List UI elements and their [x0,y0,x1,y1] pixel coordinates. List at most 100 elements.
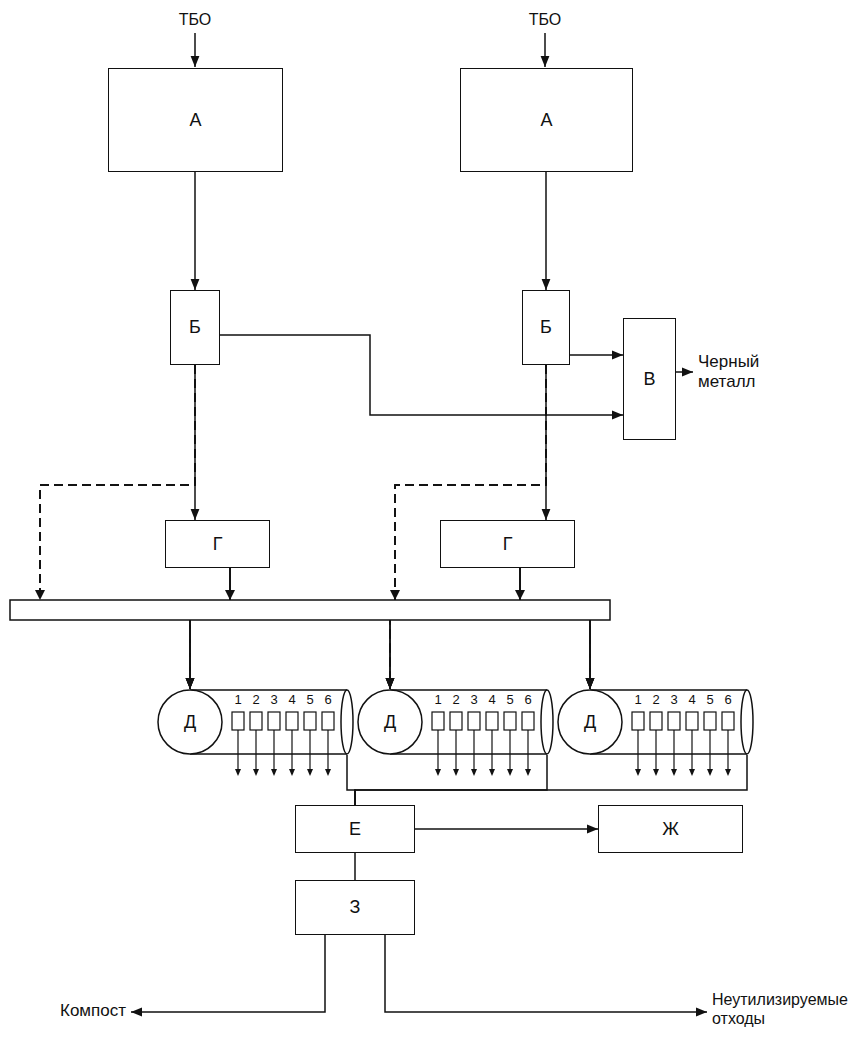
fraction-arrow [273,730,274,773]
node-label: Д [357,689,423,755]
section-number: 4 [284,692,300,708]
fraction-arrowhead [435,769,441,776]
input-arrow [544,33,546,67]
process-box: В [623,318,676,440]
fraction-arrow [291,730,292,773]
drum-face [358,690,422,754]
flow-label: ТБО [510,10,580,29]
flow-connector [194,365,196,520]
section-number: 2 [648,692,664,708]
screen-section [250,712,262,730]
screen-section [650,712,662,730]
screen-section [304,712,316,730]
fraction-arrowhead [307,769,313,776]
fraction-arrow [237,730,238,773]
screen-section [668,712,680,730]
section-number: 6 [720,692,736,708]
section-number: 1 [230,692,246,708]
section-number: 5 [702,692,718,708]
flow-connector [354,853,356,880]
output-arrow [131,935,325,1012]
section-number: 1 [430,692,446,708]
fraction-arrowhead [689,769,695,776]
flow-connector [230,568,590,689]
screen-section [232,712,244,730]
flow-label: ТБО [160,10,230,29]
node-label: Б [540,317,552,338]
fraction-arrow [491,730,492,773]
node-label: А [540,110,552,131]
process-box: Б [170,290,220,365]
screen-section [504,712,516,730]
process-box: Г [440,520,575,568]
process-box: Б [522,290,570,365]
bus-inlet-arrow [225,590,235,600]
drum-end [341,690,353,754]
node-label: З [350,897,361,918]
bypass-connector [40,365,390,689]
section-number: 6 [320,692,336,708]
section-number: 3 [266,692,282,708]
node-label: Г [503,534,513,555]
fraction-arrowhead [325,769,331,776]
process-box: З [295,880,415,935]
section-number: 3 [466,692,482,708]
fraction-arrow [327,730,328,773]
screen-section [432,712,444,730]
fraction-arrow [509,730,510,773]
process-box: Ж [598,805,743,853]
flow-connector [570,354,623,356]
output-arrow [676,371,693,373]
fraction-arrowhead [489,769,495,776]
fraction-arrow [455,730,456,773]
drum-end [741,690,753,754]
flow-connector [194,172,196,290]
screen-section [722,712,734,730]
flow-label: Неутилизируемые отходы [712,990,852,1028]
fraction-arrowhead [271,769,277,776]
node-label: В [643,369,655,390]
fraction-arrow [309,730,310,773]
screen-section [486,712,498,730]
fraction-arrow [673,730,674,773]
drum-end [541,690,553,754]
distribution-bus [10,600,610,620]
section-number: 1 [630,692,646,708]
flow-connector [347,755,355,805]
flow-connector [355,755,747,805]
screen-section [322,712,334,730]
bus-inlet-arrow [390,590,400,600]
node-label: Е [349,819,361,840]
output-arrow [385,935,707,1012]
fraction-arrowhead [289,769,295,776]
drum-face [158,690,222,754]
node-label: Ж [662,819,679,840]
process-box: А [108,68,283,172]
flow-connector [230,568,390,689]
fraction-arrowhead [707,769,713,776]
fraction-arrowhead [525,769,531,776]
section-number: 5 [502,692,518,708]
process-box: Е [295,805,415,853]
flow-connector [190,568,520,689]
node-label: Д [557,689,623,755]
fraction-arrow [655,730,656,773]
screen-section [286,712,298,730]
section-number: 6 [520,692,536,708]
screen-section [632,712,644,730]
flow-connector [520,568,590,689]
fraction-arrow [255,730,256,773]
bus-inlet-arrow [515,590,525,600]
process-box: Г [165,520,270,568]
node-label: А [189,110,201,131]
fraction-arrowhead [725,769,731,776]
section-number: 4 [684,692,700,708]
fraction-arrowhead [253,769,259,776]
flow-label: Черный металл [698,352,782,393]
node-label: Д [157,689,223,755]
screen-section [468,712,480,730]
section-number: 2 [448,692,464,708]
input-arrow [194,33,196,67]
process-box: А [460,68,633,172]
